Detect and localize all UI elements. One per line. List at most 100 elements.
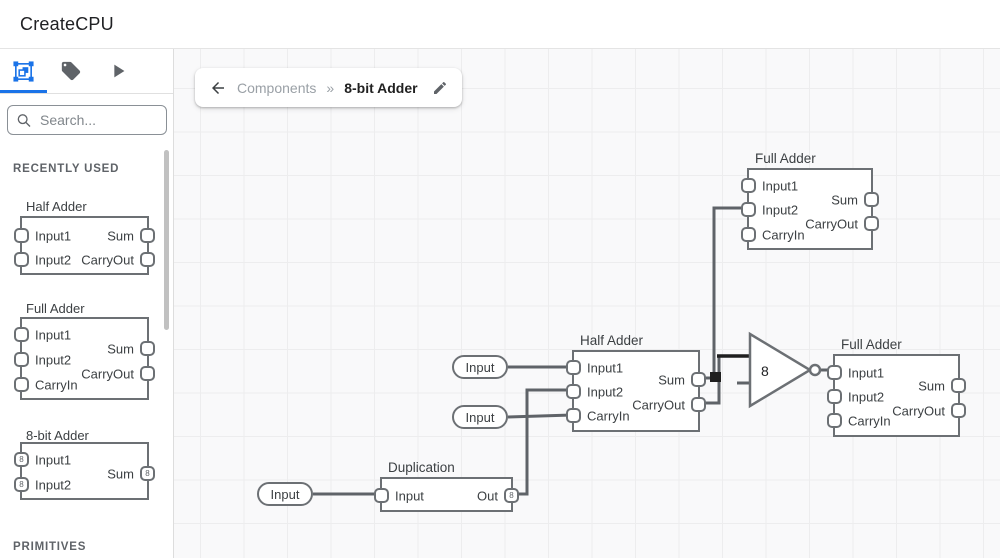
- not-gate-8bit[interactable]: 8: [748, 331, 822, 409]
- arrow-left-icon: [212, 81, 224, 94]
- port-label: Out: [477, 488, 498, 504]
- port-input2[interactable]: [566, 384, 581, 399]
- port-label: Sum: [107, 228, 134, 244]
- tag-icon: [61, 61, 80, 81]
- port-label: Input2: [587, 384, 624, 400]
- wire-layer: 8: [313, 206, 834, 496]
- port-label: Input1: [35, 327, 72, 343]
- search-box[interactable]: [7, 105, 167, 135]
- breadcrumb: Components » 8-bit Adder: [195, 68, 462, 107]
- input-pin[interactable]: Input: [452, 405, 508, 429]
- port-sum[interactable]: [864, 192, 879, 207]
- wire-junction[interactable]: [710, 372, 721, 382]
- node-full-adder-right[interactable]: Full Adder Input1 Input2 CarryIn Sum Car…: [827, 337, 966, 437]
- port-label: CarryIn: [587, 408, 630, 424]
- port-sum[interactable]: [951, 378, 966, 393]
- node-title: Duplication: [388, 460, 455, 475]
- port-sum-bus[interactable]: 8: [140, 466, 155, 481]
- node-title: Full Adder: [841, 337, 902, 352]
- library-item-title: Half Adder: [26, 199, 87, 214]
- gate-invert-bubble[interactable]: [808, 363, 822, 377]
- wire-duplication-out-to-halfadder-input2[interactable]: [513, 388, 572, 496]
- search-input[interactable]: [40, 112, 158, 128]
- port-label: Input: [395, 488, 424, 504]
- wire-sum-to-fulladder-top-input2[interactable]: [700, 206, 747, 380]
- port-sum[interactable]: [140, 341, 155, 356]
- port-out-bus[interactable]: 8: [504, 488, 519, 503]
- port-carryout[interactable]: [864, 216, 879, 231]
- port-input[interactable]: [374, 488, 389, 503]
- port-carryout[interactable]: [691, 397, 706, 412]
- port-input2[interactable]: [14, 252, 29, 267]
- canvas[interactable]: 8 Components » 8-bit Adder Input Input I…: [174, 49, 1000, 558]
- wire-input2-to-carryin[interactable]: [507, 413, 573, 419]
- port-label: Input2: [35, 252, 72, 268]
- app-header: CreateCPU: [0, 0, 1000, 49]
- library-item-half-adder[interactable]: Input1 Input2 Sum CarryOut: [14, 216, 155, 275]
- sidebar-tabbar: [0, 49, 173, 94]
- active-tab-underline: [0, 90, 47, 93]
- port-sum[interactable]: [691, 372, 706, 387]
- port-input2[interactable]: [827, 389, 842, 404]
- node-duplication[interactable]: Duplication 8 Input Out: [374, 460, 519, 512]
- tab-tags[interactable]: [47, 49, 94, 93]
- sidebar-scrollbar[interactable]: [164, 150, 169, 330]
- port-label: Sum: [918, 378, 945, 394]
- port-label: CarryOut: [81, 366, 134, 382]
- port-label: Input1: [848, 365, 885, 381]
- port-input2[interactable]: [14, 352, 29, 367]
- port-input2[interactable]: [741, 202, 756, 217]
- edit-name-button[interactable]: [432, 80, 448, 96]
- port-input1[interactable]: [14, 327, 29, 342]
- port-label: Input2: [35, 352, 72, 368]
- gate-triangle[interactable]: [748, 331, 813, 409]
- wire-carryout-to-gate[interactable]: [700, 356, 721, 405]
- node-title: Full Adder: [755, 151, 816, 166]
- port-label: CarryIn: [35, 377, 78, 393]
- port-carryin[interactable]: [741, 227, 756, 242]
- port-label: Sum: [107, 341, 134, 357]
- port-carryin[interactable]: [827, 413, 842, 428]
- port-label: Sum: [658, 372, 685, 388]
- port-label: CarryIn: [762, 227, 805, 243]
- port-input2-bus[interactable]: 8: [14, 477, 29, 492]
- section-primitives: PRIMITIVES: [13, 541, 87, 553]
- sidebar: RECENTLY USED Half Adder Input1 Input2 S…: [0, 49, 174, 558]
- port-carryout[interactable]: [140, 366, 155, 381]
- port-carryin[interactable]: [566, 408, 581, 423]
- node-title: Half Adder: [580, 333, 644, 348]
- port-input1[interactable]: [14, 228, 29, 243]
- port-label: CarryOut: [805, 216, 858, 232]
- port-label: Input1: [587, 360, 624, 376]
- input-pin[interactable]: Input: [257, 482, 313, 506]
- port-label: Input1: [762, 178, 799, 194]
- port-label: CarryIn: [848, 413, 891, 429]
- breadcrumb-parent[interactable]: Components: [237, 79, 317, 96]
- pencil-icon: [433, 81, 446, 94]
- library-item-title: Full Adder: [26, 301, 85, 316]
- port-label: Sum: [831, 192, 858, 208]
- port-label: Input1: [35, 228, 72, 244]
- port-input1[interactable]: [827, 365, 842, 380]
- library-item-full-adder[interactable]: Input1 Input2 CarryIn Sum CarryOut: [14, 317, 155, 400]
- breadcrumb-separator: »: [326, 79, 335, 96]
- back-button[interactable]: [209, 79, 227, 97]
- port-sum[interactable]: [140, 228, 155, 243]
- port-input1[interactable]: [566, 360, 581, 375]
- port-label: Input2: [35, 477, 72, 493]
- port-label: Input1: [35, 452, 72, 468]
- tab-components[interactable]: [0, 49, 47, 93]
- node-half-adder[interactable]: Half Adder Input1 Input2 CarryIn Sum Car…: [566, 333, 706, 432]
- gate-bus-width: 8: [761, 363, 769, 379]
- port-label: Input2: [848, 389, 885, 405]
- node-full-adder-top[interactable]: Full Adder Input1 Input2 CarryIn Sum Car…: [741, 151, 879, 250]
- input-pin[interactable]: Input: [452, 355, 508, 379]
- port-carryout[interactable]: [951, 403, 966, 418]
- tab-run[interactable]: [94, 49, 141, 93]
- library-item-8bit-adder[interactable]: 8 8 8 Input1 Input2 Sum: [14, 442, 155, 500]
- port-carryin[interactable]: [14, 377, 29, 392]
- port-carryout[interactable]: [140, 252, 155, 267]
- port-input1[interactable]: [741, 178, 756, 193]
- port-input1-bus[interactable]: 8: [14, 452, 29, 467]
- port-label: CarryOut: [81, 252, 134, 268]
